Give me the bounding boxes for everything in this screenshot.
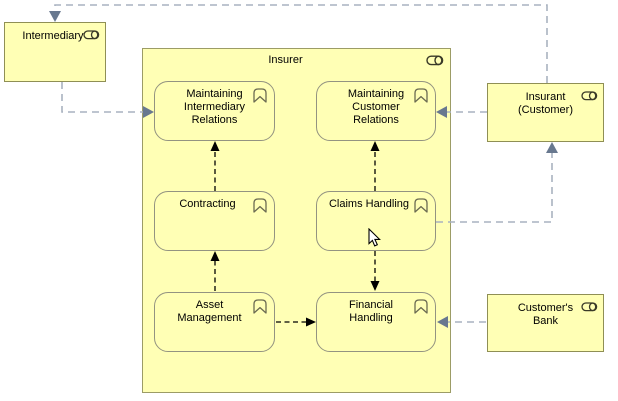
asset-management-label: Asset Management bbox=[177, 299, 242, 324]
actor-insurant[interactable]: Insurant (Customer) bbox=[487, 83, 604, 142]
insurant-label: Insurant (Customer) bbox=[517, 91, 573, 116]
business-role-icon bbox=[581, 91, 598, 104]
business-function-icon bbox=[253, 88, 267, 106]
maintaining-customer-relations-label: Maintaining Customer Relations bbox=[347, 88, 405, 126]
business-function-icon bbox=[253, 198, 267, 216]
business-function-icon bbox=[253, 299, 267, 317]
claims-handling-label: Claims Handling bbox=[328, 198, 410, 210]
business-role-icon bbox=[83, 30, 100, 43]
business-function-icon bbox=[414, 299, 428, 317]
edge-intermediary-to-maintaining-intermediary-relations[interactable] bbox=[61, 82, 154, 118]
business-role-icon bbox=[426, 55, 444, 69]
function-asset-management[interactable]: Asset Management bbox=[154, 292, 275, 352]
actor-intermediary[interactable]: Intermediary bbox=[4, 22, 106, 82]
customers-bank-label: Customer's Bank bbox=[517, 302, 574, 327]
function-maintaining-customer-relations[interactable]: Maintaining Customer Relations bbox=[316, 81, 436, 141]
actor-customers-bank[interactable]: Customer's Bank bbox=[487, 294, 604, 352]
maintaining-intermediary-relations-label: Maintaining Intermediary Relations bbox=[183, 88, 246, 126]
business-function-icon bbox=[414, 88, 428, 106]
financial-handling-label: Financial Handling bbox=[348, 299, 394, 324]
function-maintaining-intermediary-relations[interactable]: Maintaining Intermediary Relations bbox=[154, 81, 275, 141]
function-contracting[interactable]: Contracting bbox=[154, 191, 275, 251]
business-role-icon bbox=[581, 302, 598, 315]
function-financial-handling[interactable]: Financial Handling bbox=[316, 292, 436, 352]
edge-claims-handling-to-insurant[interactable] bbox=[436, 142, 558, 223]
contracting-label: Contracting bbox=[179, 198, 236, 210]
insurer-label: Insurer bbox=[268, 54, 303, 66]
business-function-icon bbox=[414, 198, 428, 216]
mouse-cursor-icon bbox=[368, 227, 382, 251]
